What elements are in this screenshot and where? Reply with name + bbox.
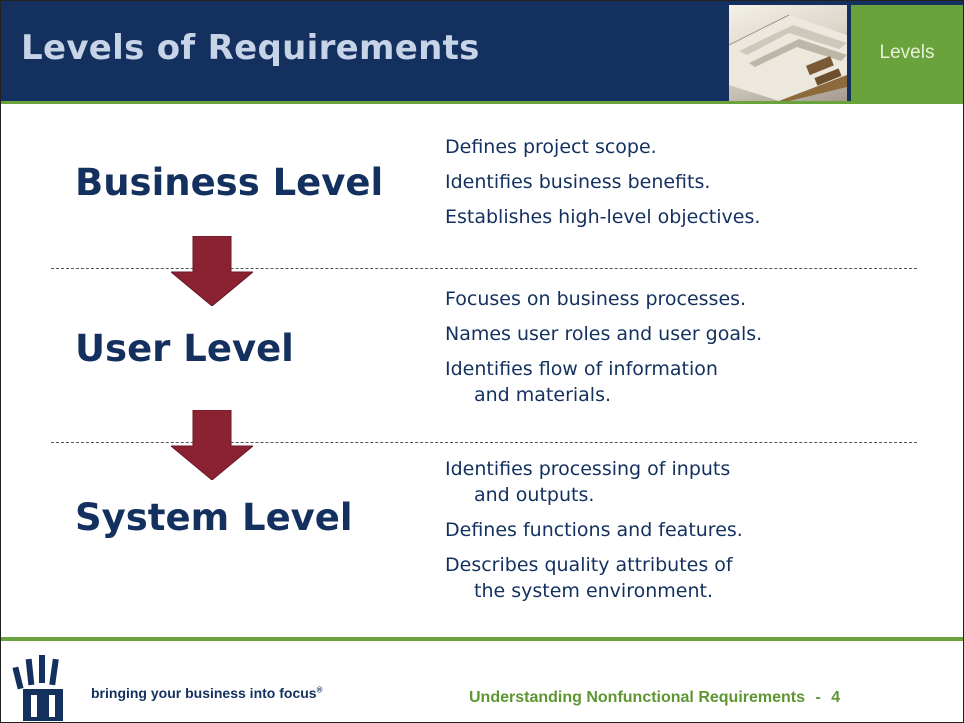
list-item-continuation: and outputs. (474, 484, 595, 506)
list-item-text: Identifies business benefits. (445, 171, 711, 193)
list-item: Identifies processing of inputs and outp… (445, 456, 743, 508)
section-tag: Levels (851, 5, 963, 101)
slide-title: Levels of Requirements (21, 28, 480, 68)
list-item: Identifies business benefits. (445, 169, 760, 195)
list-item: Identifies flow of information and mater… (445, 356, 762, 408)
system-level-title: System Level (75, 496, 353, 539)
header-divider (1, 101, 963, 104)
list-item-text: Establishes high-level objectives. (445, 206, 761, 228)
list-item: Establishes high-level objectives. (445, 204, 760, 230)
company-tagline: bringing your business into focus® (91, 685, 322, 701)
business-level-list: Defines project scope. Identifies busine… (445, 134, 760, 239)
list-item-text: Focuses on business processes. (445, 288, 747, 310)
level-divider (51, 268, 917, 269)
list-item-text: Describes quality attributes of (445, 554, 733, 576)
user-level-title: User Level (75, 327, 294, 370)
list-item-text: Defines project scope. (445, 136, 657, 158)
system-level-list: Identifies processing of inputs and outp… (445, 456, 743, 613)
list-item: Defines functions and features. (445, 517, 743, 543)
business-level-title: Business Level (75, 161, 384, 204)
list-item-continuation: and materials. (474, 384, 612, 406)
course-title: Understanding Nonfunctional Requirements (469, 689, 806, 706)
list-item: Focuses on business processes. (445, 286, 762, 312)
list-item: Describes quality attributes of the syst… (445, 552, 743, 604)
footer-course-info: Understanding Nonfunctional Requirements… (469, 689, 840, 707)
down-arrow-icon (171, 236, 253, 306)
user-level-list: Focuses on business processes. Names use… (445, 286, 762, 417)
page-number: 4 (831, 689, 841, 706)
footer-divider (1, 637, 963, 641)
list-item-text: Defines functions and features. (445, 519, 743, 541)
list-item: Defines project scope. (445, 134, 760, 160)
list-item-text: Identifies flow of information (445, 358, 718, 380)
list-item: Names user roles and user goals. (445, 321, 762, 347)
level-divider (51, 442, 917, 443)
book-image (729, 5, 847, 101)
registered-mark: ® (316, 685, 323, 695)
tagline-text: bringing your business into focus (91, 685, 317, 701)
footer-separator: - (815, 689, 821, 706)
hand-logo-icon (12, 655, 63, 721)
list-item-text: Identifies processing of inputs (445, 458, 731, 480)
list-item-continuation: the system environment. (474, 580, 713, 602)
down-arrow-icon (171, 410, 253, 480)
list-item-text: Names user roles and user goals. (445, 323, 763, 345)
